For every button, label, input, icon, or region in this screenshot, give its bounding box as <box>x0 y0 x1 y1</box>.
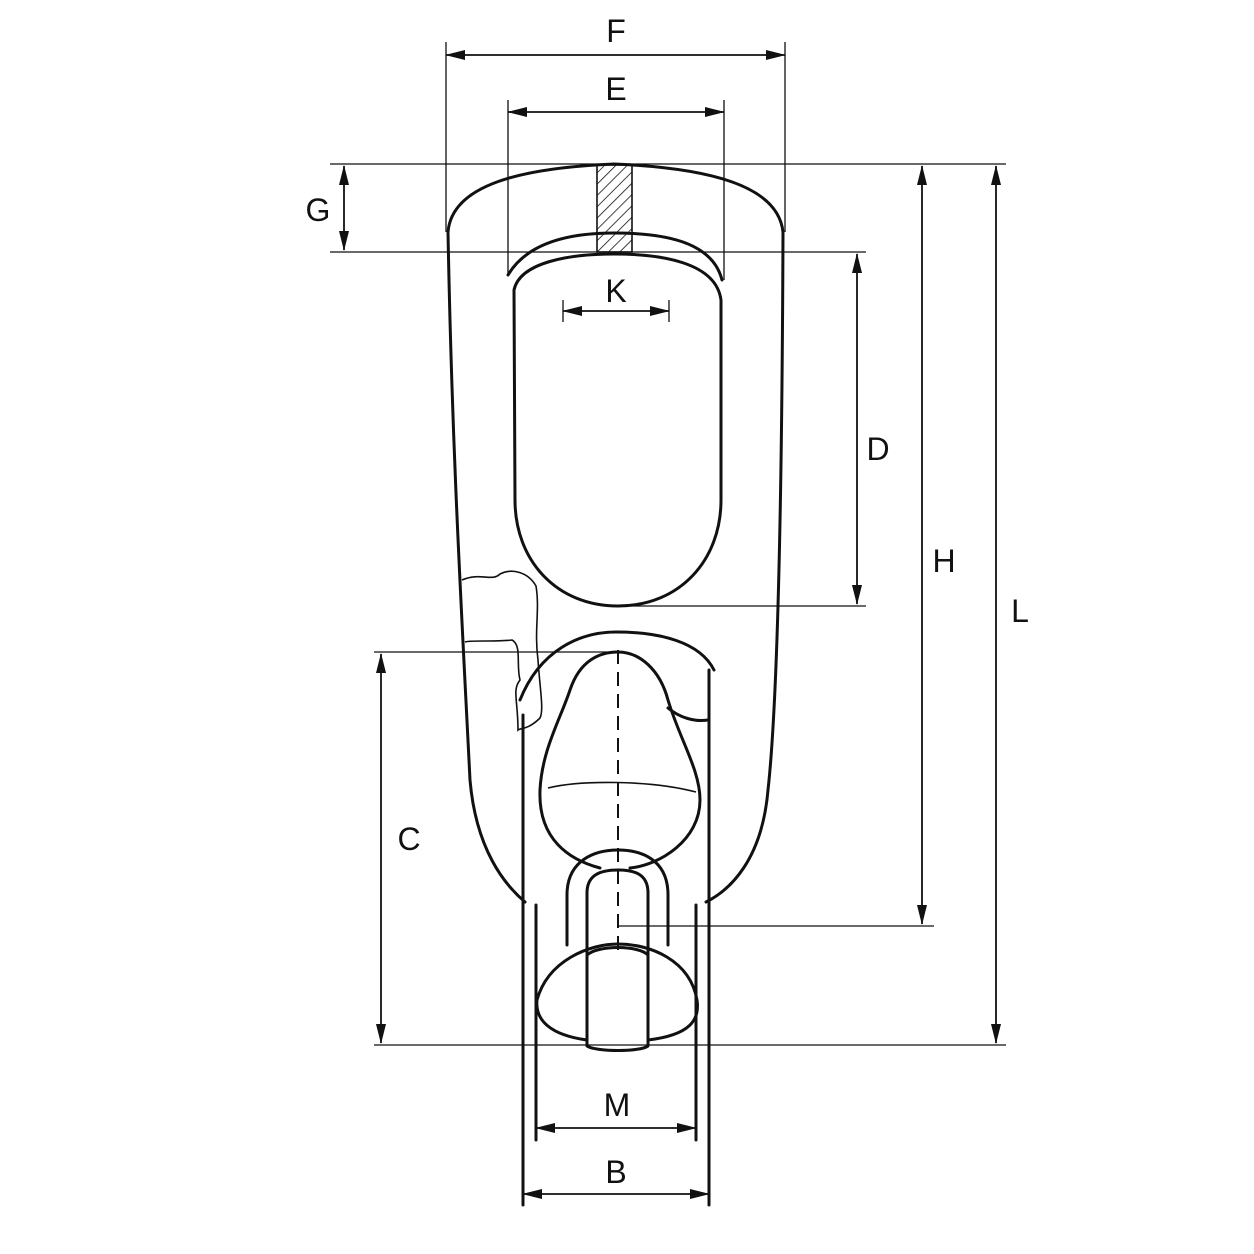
label-E: E <box>605 71 626 107</box>
head-waist <box>547 781 697 793</box>
dimension-lines <box>339 50 1001 1199</box>
label-C: C <box>397 821 420 857</box>
label-G: G <box>306 192 331 228</box>
label-L: L <box>1011 593 1029 629</box>
dimension-labels: F E G K D H L C M B <box>306 13 1029 1190</box>
lower-bore-arch <box>518 630 716 702</box>
swivel-body <box>446 162 785 1207</box>
extension-lines <box>330 42 1006 1046</box>
label-K: K <box>605 273 626 309</box>
upper-window <box>512 252 723 608</box>
label-B: B <box>605 1154 626 1190</box>
label-H: H <box>932 543 955 579</box>
bottom-eye-slot <box>585 946 650 1052</box>
plate-section-hatch <box>596 164 633 253</box>
break-line <box>461 570 543 732</box>
label-D: D <box>866 431 889 467</box>
label-F: F <box>606 13 626 49</box>
bottom-eye <box>535 942 699 1042</box>
label-M: M <box>604 1087 631 1123</box>
swivel-head <box>538 650 702 870</box>
head-shoulder <box>666 706 710 722</box>
outer-body-outline <box>446 162 785 904</box>
